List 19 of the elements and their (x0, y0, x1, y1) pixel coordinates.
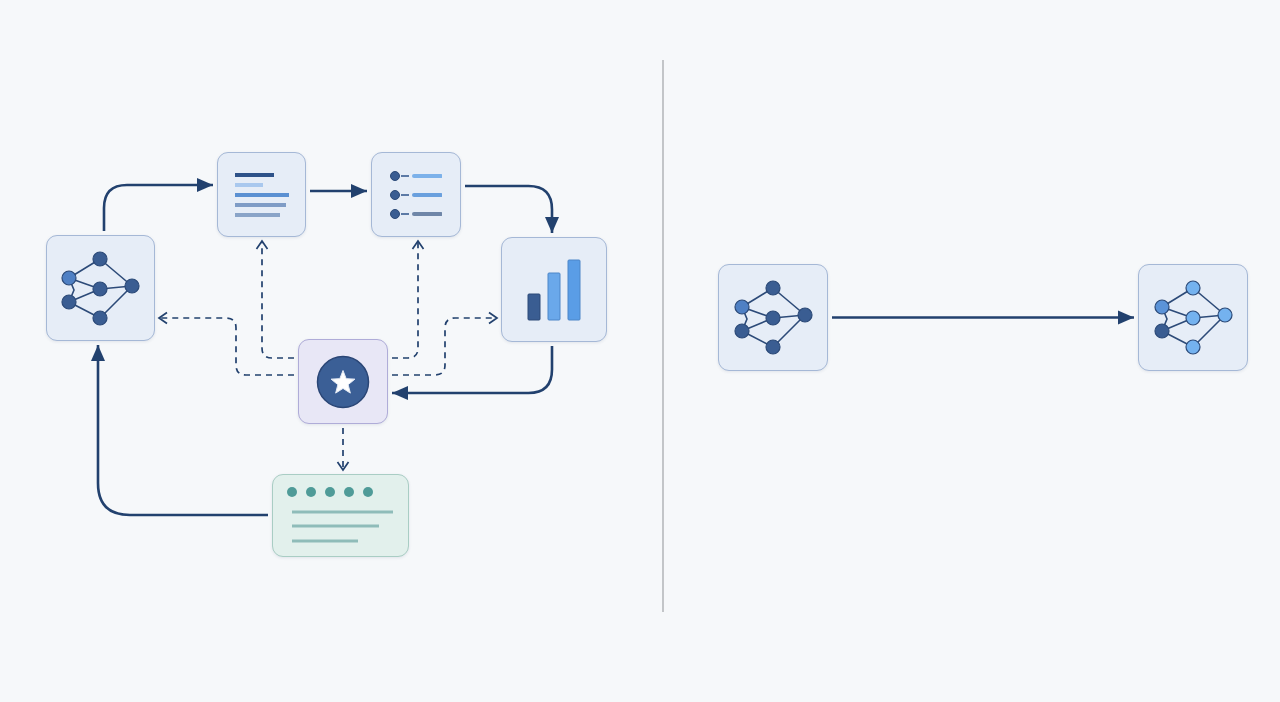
node-card (217, 152, 306, 237)
node-card (718, 264, 828, 371)
node-card (298, 339, 388, 424)
node-card (371, 152, 461, 237)
arrow (102, 178, 213, 231)
node-card (1138, 264, 1248, 371)
node-card (501, 237, 607, 342)
dashed-arrow (391, 311, 498, 376)
arrow (310, 184, 367, 198)
node-card (272, 474, 409, 557)
arrow (392, 346, 554, 400)
arrow (91, 345, 268, 517)
dashed-arrow (336, 427, 350, 471)
dashed-arrow (391, 240, 425, 359)
dashed-arrow (255, 240, 295, 359)
node-card (46, 235, 155, 341)
arrow (832, 310, 1134, 325)
arrow (465, 184, 559, 233)
dashed-arrow (158, 311, 295, 376)
